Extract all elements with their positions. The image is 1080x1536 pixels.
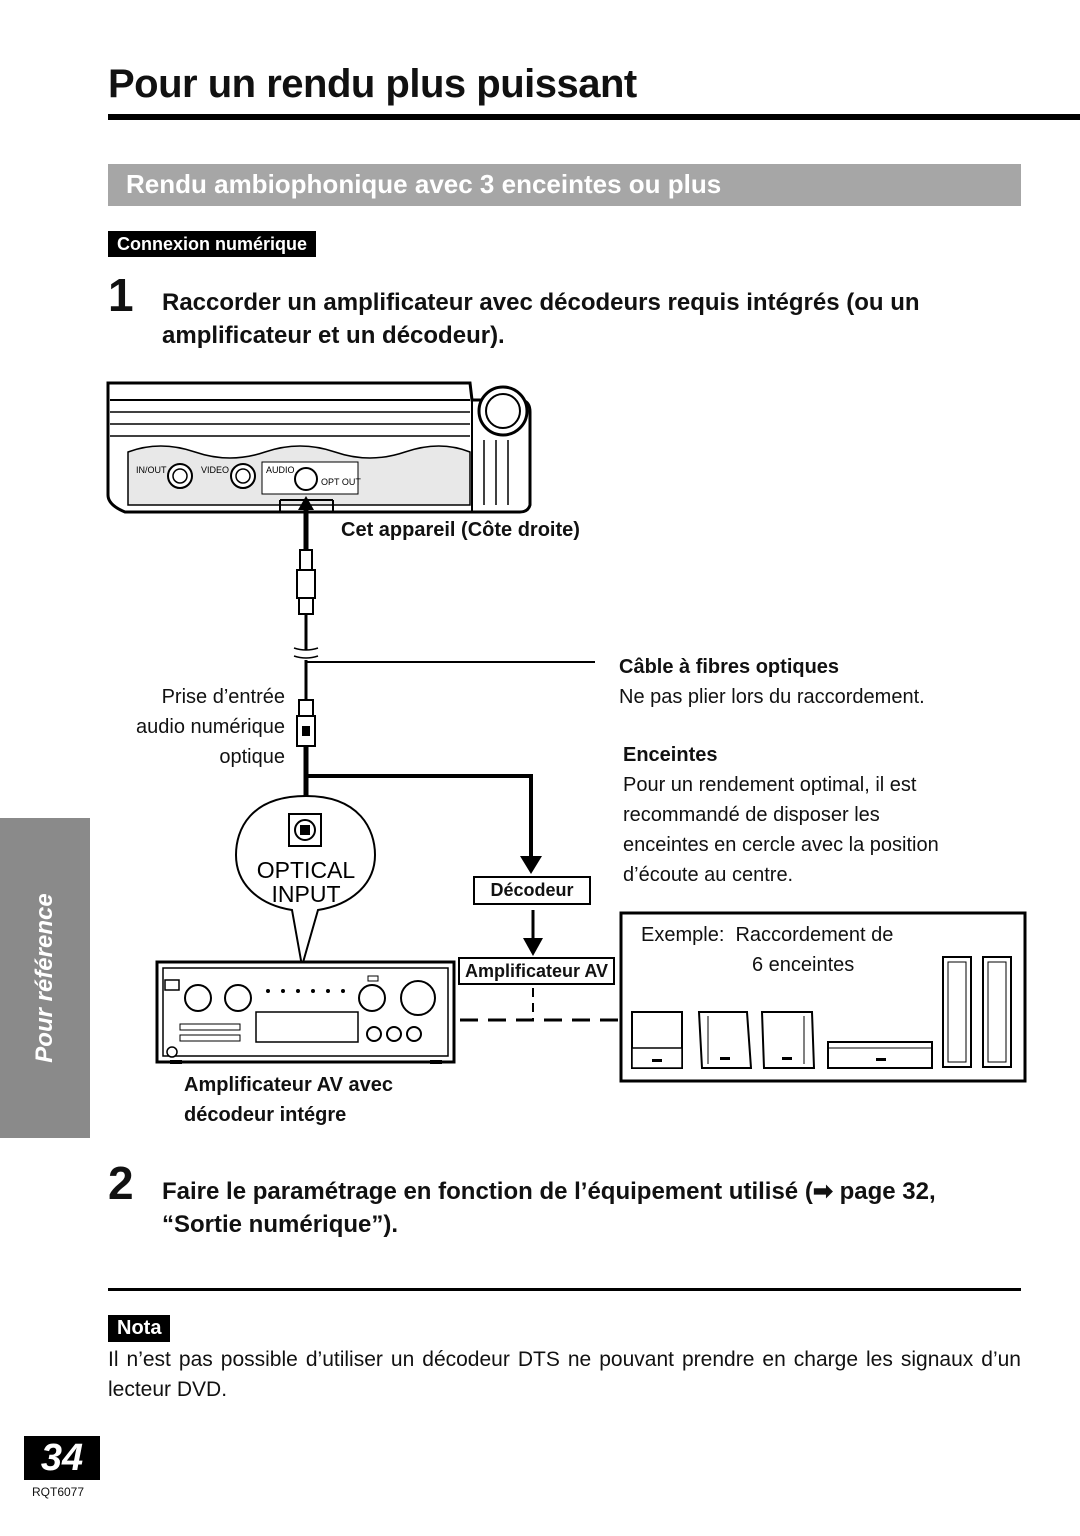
port-optout-label: OPT OUT [321,477,361,487]
speakers-note-4: d’écoute au centre. [623,864,794,886]
connection-tag: Connexion numérique [108,231,317,257]
nota-text: Il n’est pas possible d’utiliser un déco… [108,1348,1021,1401]
section-rule [108,1288,1021,1291]
example-line-1: Exemple: Raccordement de [641,924,894,946]
decoder-label: Décodeur [490,880,574,900]
step-2-number: 2 [108,1157,134,1209]
optical-cable [279,496,595,822]
device-caption: Cet appareil (Côte droite) [341,519,580,541]
bubble-line2: INPUT [272,881,341,907]
step-1-number: 1 [108,269,134,321]
dvd-player-illustration: IN/OUT VIDEO AUDIO OPT OUT [106,381,532,514]
port-audio-label: AUDIO [266,465,295,475]
step-1-text-line2: amplificateur et un décodeur). [162,322,505,349]
input-label-3: optique [219,746,285,768]
input-label-1: Prise d’entrée [161,686,285,708]
speakers-note-1: Pour un rendement optimal, il est [623,774,917,796]
av-amplifier-illustration [155,960,456,1064]
port-video-label: VIDEO [201,465,229,475]
speakers-note-2: recommandé de disposer les [623,804,880,826]
title-rule [108,114,1080,120]
page-number: 34 [24,1436,100,1480]
step-1-text-line1: Raccorder un amplificateur avec décodeur… [162,289,920,316]
amplifier-label: Amplificateur AV [464,961,609,981]
example-line-2: 6 enceintes [752,954,855,976]
port-inout-label: IN/OUT [136,465,167,475]
speakers-title: Enceintes [623,744,718,766]
section-bar [108,164,1021,206]
cable-note: Ne pas plier lors du raccordement. [619,686,925,708]
side-tab-label: Pour référence [31,893,58,1063]
section-title: Rendu ambiophonique avec 3 enceintes ou … [126,169,722,199]
input-label-2: audio numérique [136,716,285,738]
speakers-note-3: enceintes en cercle avec la position [623,834,939,856]
amp-caption-2: décodeur intégre [184,1104,347,1126]
bubble-line1: OPTICAL [257,857,356,883]
side-tab [0,818,90,1138]
amp-caption-1: Amplificateur AV avec [184,1074,393,1096]
optical-input-bubble: OPTICAL INPUT [234,794,377,967]
nota-label: Nota [108,1315,171,1342]
doc-code: RQT6077 [32,1485,85,1499]
cable-title: Câble à fibres optiques [619,656,840,678]
step-2-text-line1: Faire le paramétrage en fonction de l’éq… [162,1178,936,1205]
page-title: Pour un rendu plus puissant [108,62,637,106]
step-2-text-line2: “Sortie numérique”). [162,1211,399,1238]
speakers-example-box [619,911,1027,1083]
decoder-path [308,774,620,1022]
